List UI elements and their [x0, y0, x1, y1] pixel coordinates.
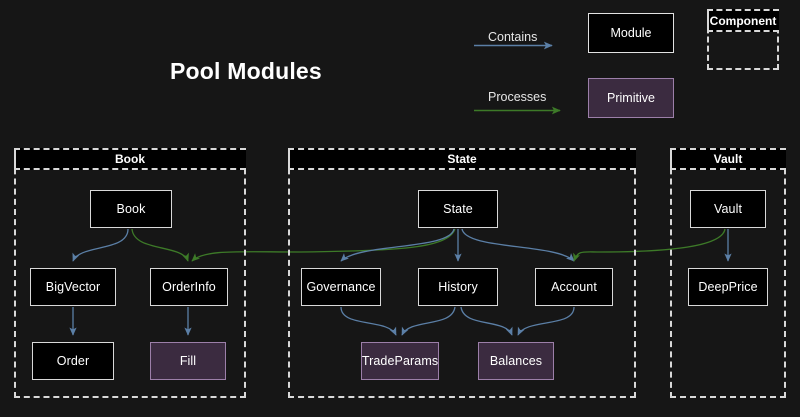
group-vault-tick — [670, 148, 672, 170]
node-state[interactable]: State — [418, 190, 498, 228]
node-balances[interactable]: Balances — [478, 342, 554, 380]
group-book-tick — [14, 148, 16, 170]
node-bigvector[interactable]: BigVector — [30, 268, 116, 306]
node-fill[interactable]: Fill — [150, 342, 226, 380]
legend-component-label: Component — [707, 9, 779, 32]
node-deepprice[interactable]: DeepPrice — [688, 268, 768, 306]
group-state-label: State — [288, 148, 636, 170]
group-book-label: Book — [14, 148, 246, 170]
node-book[interactable]: Book — [90, 190, 172, 228]
node-vault[interactable]: Vault — [690, 190, 766, 228]
legend-module-box: Module — [588, 13, 674, 53]
node-account[interactable]: Account — [535, 268, 613, 306]
group-vault-label: Vault — [670, 148, 786, 170]
legend-processes-label: Processes — [488, 90, 547, 104]
page-title: Pool Modules — [170, 58, 322, 84]
legend-component-tick — [707, 9, 709, 32]
node-governance[interactable]: Governance — [301, 268, 381, 306]
node-history[interactable]: History — [418, 268, 498, 306]
node-orderinfo[interactable]: OrderInfo — [150, 268, 228, 306]
legend-contains-label: Contains — [488, 30, 538, 44]
node-order[interactable]: Order — [32, 342, 114, 380]
legend-primitive-box: Primitive — [588, 78, 674, 118]
group-state-tick — [288, 148, 290, 170]
node-tradeparams[interactable]: TradeParams — [361, 342, 439, 380]
